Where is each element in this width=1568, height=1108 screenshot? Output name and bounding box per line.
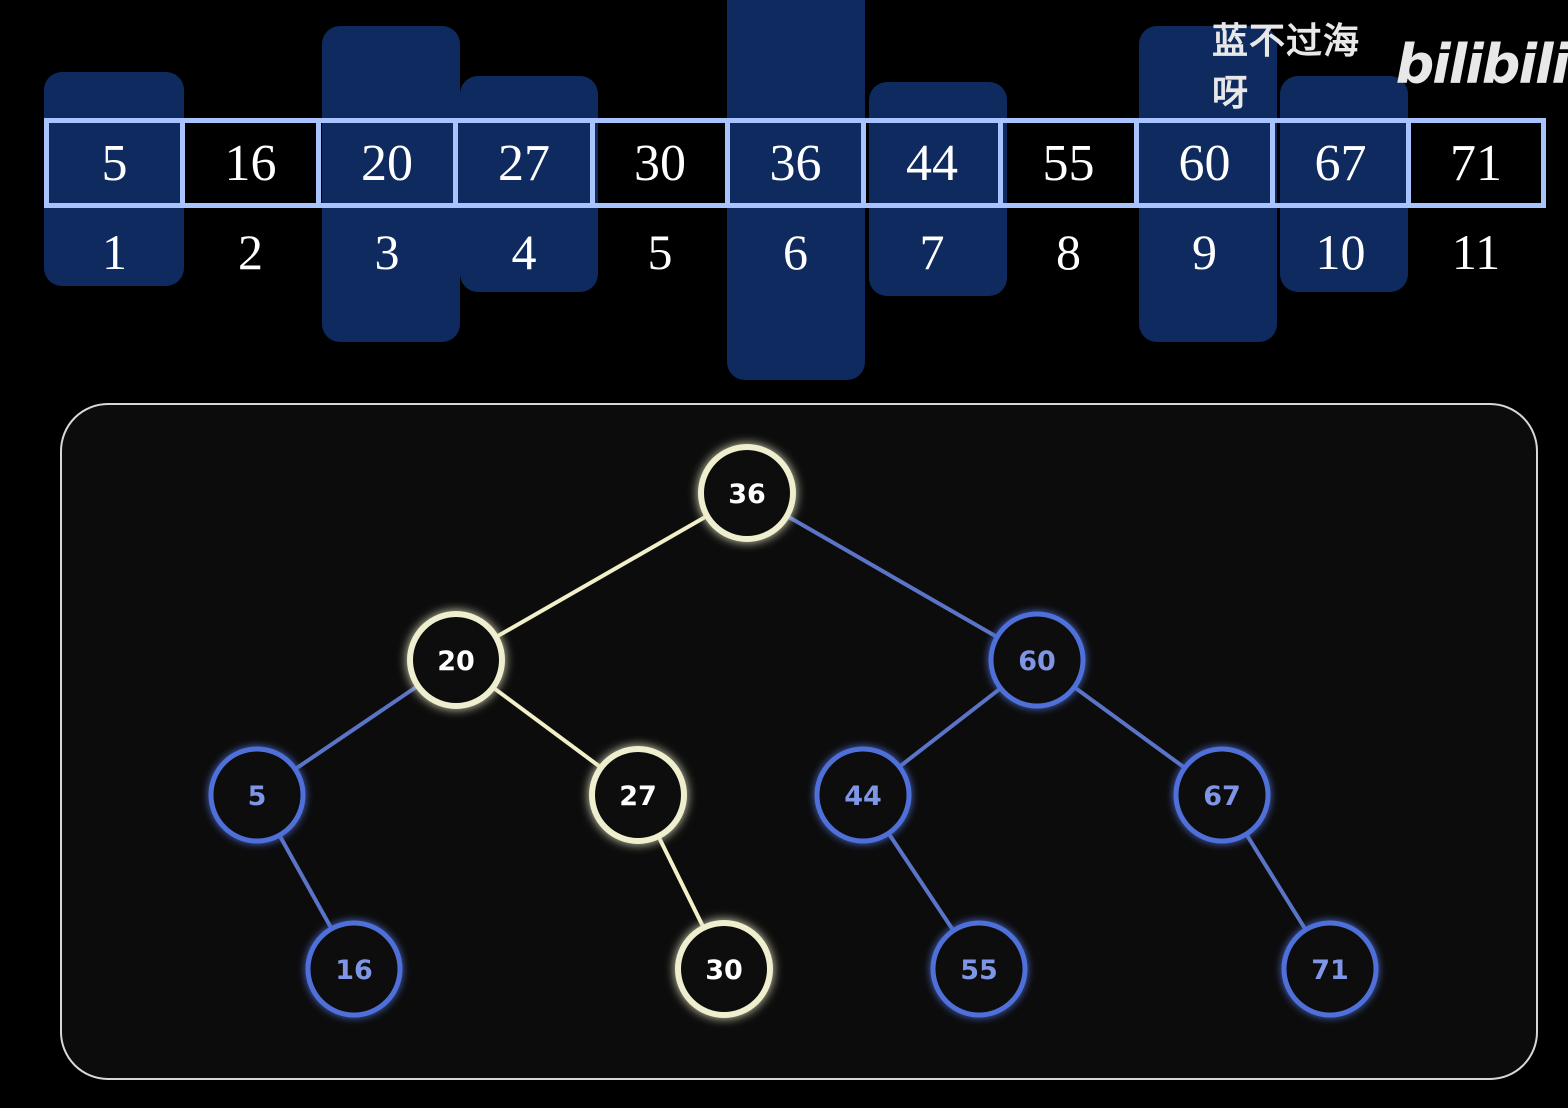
highlight-block-3 — [322, 26, 460, 342]
highlight-block-1 — [44, 72, 184, 286]
array-divider — [1406, 118, 1411, 208]
watermark: 蓝不过海呀 bilibili — [1212, 21, 1568, 114]
tree-node-label: 30 — [705, 955, 743, 986]
array-value: 36 — [769, 134, 822, 192]
tree-node-label: 16 — [335, 955, 373, 986]
tree-node-label: 60 — [1018, 646, 1056, 677]
array-divider — [998, 118, 1003, 208]
tree-node-circle — [988, 611, 1086, 709]
tree-node-71: 71 — [1281, 920, 1379, 1018]
tree-node-67: 67 — [1173, 746, 1271, 844]
tree-node-circle — [1281, 920, 1379, 1018]
tree-node-55: 55 — [930, 920, 1028, 1018]
array-divider — [1270, 118, 1275, 208]
tree-node-label: 44 — [844, 781, 882, 812]
watermark-channel: 蓝不过海呀 — [1212, 21, 1361, 114]
bilibili-logo: bilibili — [1395, 32, 1568, 96]
tree-node-44: 44 — [814, 746, 912, 844]
tree-edge-36-20 — [455, 491, 748, 662]
sorted-array-frame — [44, 118, 1546, 208]
array-value: 27 — [498, 134, 550, 192]
tree-edge-36-60 — [746, 491, 1038, 662]
array-value: 16 — [224, 134, 277, 192]
array-index: 2 — [238, 224, 263, 280]
tree-node-circle — [698, 444, 796, 542]
tree-node-circle — [1173, 746, 1271, 844]
tree-node-label: 67 — [1203, 781, 1241, 812]
array-value: 60 — [1178, 134, 1231, 192]
array-divider — [180, 118, 185, 208]
highlight-block-4 — [460, 76, 598, 292]
tree-node-20: 20 — [407, 611, 505, 709]
tree-node-label: 5 — [248, 781, 267, 812]
array-index: 4 — [511, 224, 537, 280]
array-index: 8 — [1056, 224, 1081, 280]
array-value: 71 — [1450, 134, 1502, 192]
tree-node-label: 71 — [1311, 955, 1349, 986]
array-index: 6 — [783, 224, 808, 280]
highlight-block-9 — [1139, 26, 1277, 342]
array-value: 67 — [1314, 134, 1367, 192]
tree-node-circle — [814, 746, 912, 844]
array-value: 55 — [1042, 134, 1095, 192]
tree-node-60: 60 — [988, 611, 1086, 709]
array-index: 1 — [102, 224, 127, 280]
tree-node-5: 5 — [208, 746, 306, 844]
array-index: 10 — [1315, 224, 1366, 280]
array-divider — [1134, 118, 1139, 208]
array-index: 11 — [1451, 224, 1501, 280]
array-divider — [453, 118, 458, 208]
tree-node-27: 27 — [589, 746, 687, 844]
tree-node-circle — [930, 920, 1028, 1018]
highlight-block-6 — [727, 0, 865, 380]
array-divider — [590, 118, 595, 208]
array-value: 20 — [361, 134, 413, 192]
array-divider — [316, 118, 321, 208]
array-divider — [725, 118, 730, 208]
array-divider — [861, 118, 866, 208]
tree-node-circle — [589, 746, 687, 844]
tree-node-16: 16 — [305, 920, 403, 1018]
array-index: 9 — [1192, 224, 1217, 280]
tree-node-circle — [305, 920, 403, 1018]
array-value: 5 — [101, 134, 128, 192]
tree-node-36: 36 — [698, 444, 796, 542]
tree-node-label: 20 — [437, 646, 475, 677]
array-index: 7 — [919, 224, 945, 280]
array-value: 44 — [906, 134, 958, 192]
tree-node-circle — [407, 611, 505, 709]
array-index: 3 — [374, 224, 400, 280]
highlight-block-7 — [869, 82, 1007, 296]
tree-node-label: 36 — [728, 479, 766, 510]
tree-node-label: 27 — [619, 781, 657, 812]
tree-node-circle — [675, 920, 773, 1018]
highlight-block-10 — [1280, 76, 1408, 292]
tree-edges — [255, 491, 1332, 971]
tree-node-circle — [208, 746, 306, 844]
tree-node-label: 55 — [960, 955, 998, 986]
tree-node-30: 30 — [675, 920, 773, 1018]
array-value: 30 — [634, 134, 686, 192]
array-index: 5 — [647, 224, 673, 280]
tree-nodes: 36 20 60 5 27 44 67 16 30 55 71 — [208, 444, 1379, 1018]
